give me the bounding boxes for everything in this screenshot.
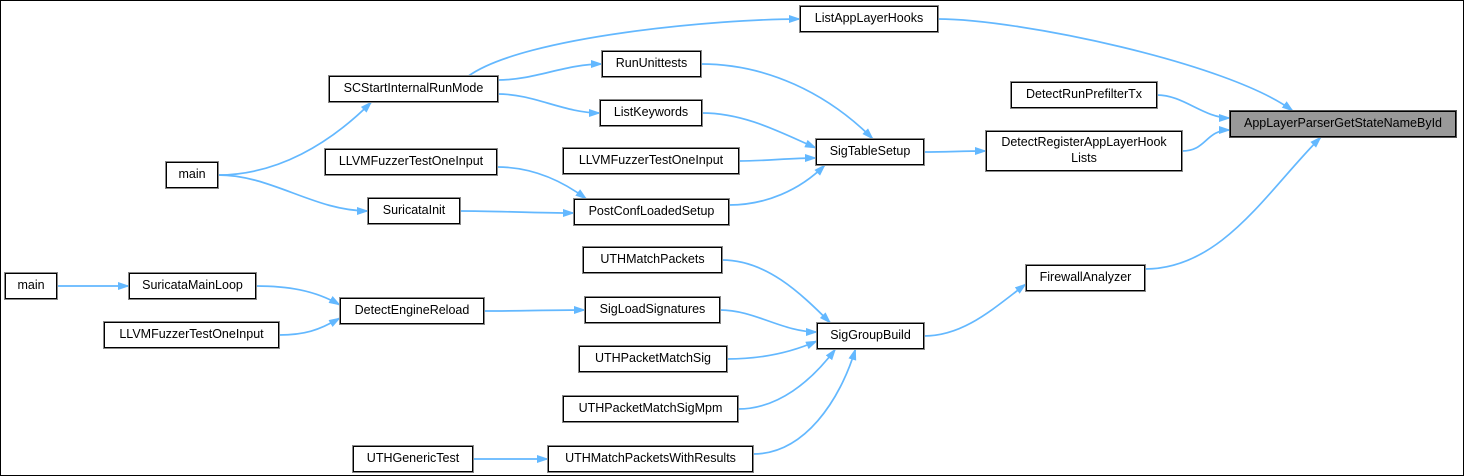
edge-detect-engine-reload-to-sig-load-signatures <box>483 306 586 315</box>
edge-sc-start-internal-run-mode-to-run-unittests <box>497 60 603 81</box>
node-suricata-init[interactable]: SuricataInit <box>368 198 460 224</box>
node-sig-load-signatures[interactable]: SigLoadSignatures <box>585 297 720 323</box>
node-main-top[interactable]: main <box>166 162 218 188</box>
node-main-bottom[interactable]: main <box>5 273 57 299</box>
node-sc-start-internal-run-mode[interactable]: SCStartInternalRunMode <box>329 76 498 102</box>
node-label: DetectRegisterAppLayerHook Lists <box>1001 135 1167 165</box>
node-label: AppLayerParserGetStateNameById <box>1243 116 1443 131</box>
node-uth-match-packets-with-results[interactable]: UTHMatchPacketsWithResults <box>548 446 753 472</box>
edge-suricata-init-to-post-conf-loaded-setup <box>459 208 575 217</box>
edge-sig-load-signatures-to-sig-group-build <box>719 309 818 336</box>
node-label: ListAppLayerHooks <box>814 11 924 26</box>
node-uth-generic-test[interactable]: UTHGenericTest <box>353 446 473 472</box>
node-label: FirewallAnalyzer <box>1039 270 1132 285</box>
node-list-keywords[interactable]: ListKeywords <box>600 100 702 126</box>
edge-sc-start-internal-run-mode-to-list-keywords <box>497 93 601 117</box>
node-label: SuricataInit <box>382 203 446 218</box>
edge-llvm-fuzzer-test-one-input-top-to-post-conf-loaded-setup <box>496 166 588 200</box>
node-label: LLVMFuzzerTestOneInput <box>119 327 264 342</box>
edge-sc-start-internal-run-mode-to-list-app-layer-hooks <box>467 15 801 77</box>
edge-main-top-to-suricata-init <box>217 174 369 215</box>
edge-uth-match-packets-to-sig-group-build <box>721 259 832 324</box>
edge-suricata-main-loop-to-detect-engine-reload <box>255 285 341 306</box>
node-uth-match-packets[interactable]: UTHMatchPackets <box>583 247 722 273</box>
edge-list-app-layer-hooks-to-app-layer-parser-get-state-name-by-id <box>937 18 1294 112</box>
node-llvm-fuzzer-test-one-input-top[interactable]: LLVMFuzzerTestOneInput <box>325 149 497 175</box>
node-list-app-layer-hooks[interactable]: ListAppLayerHooks <box>800 6 938 32</box>
node-firewall-analyzer[interactable]: FirewallAnalyzer <box>1026 265 1145 291</box>
node-label: UTHMatchPacketsWithResults <box>565 451 736 466</box>
node-detect-register-app-layer-hook-lists[interactable]: DetectRegisterAppLayerHook Lists <box>986 131 1182 171</box>
node-uth-packet-match-sig-mpm[interactable]: UTHPacketMatchSigMpm <box>563 396 738 422</box>
node-suricata-main-loop[interactable]: SuricataMainLoop <box>129 273 256 299</box>
edge-firewall-analyzer-to-app-layer-parser-get-state-name-by-id <box>1144 136 1322 270</box>
node-sig-group-build[interactable]: SigGroupBuild <box>817 323 924 349</box>
node-label: UTHPacketMatchSig <box>594 351 711 366</box>
node-label: PostConfLoadedSetup <box>588 204 715 219</box>
node-label: main <box>178 167 206 182</box>
edge-run-unittests-to-sig-table-setup <box>700 63 874 140</box>
edge-sig-table-setup-to-detect-register-app-layer-hook-lists <box>923 147 987 156</box>
node-llvm-fuzzer-test-one-input-bottom[interactable]: LLVMFuzzerTestOneInput <box>104 322 279 348</box>
node-label: SigGroupBuild <box>830 328 911 343</box>
node-label: LLVMFuzzerTestOneInput <box>338 154 484 169</box>
edge-uth-match-packets-with-results-to-sig-group-build <box>752 348 857 455</box>
node-sig-table-setup[interactable]: SigTableSetup <box>816 139 924 165</box>
edge-post-conf-loaded-setup-to-sig-table-setup <box>728 164 826 206</box>
node-label: ListKeywords <box>613 105 689 120</box>
edge-sig-group-build-to-firewall-analyzer <box>923 283 1027 337</box>
node-post-conf-loaded-setup[interactable]: PostConfLoadedSetup <box>574 199 729 225</box>
node-detect-run-prefilter-tx[interactable]: DetectRunPrefilterTx <box>1011 82 1157 108</box>
edge-detect-register-app-layer-hook-lists-to-app-layer-parser-get-state-name-by-id <box>1181 126 1231 152</box>
node-label: DetectEngineReload <box>354 303 470 318</box>
node-run-unittests[interactable]: RunUnittests <box>602 51 701 77</box>
node-detect-engine-reload[interactable]: DetectEngineReload <box>340 298 484 324</box>
node-label: UTHGenericTest <box>366 451 460 466</box>
node-app-layer-parser-get-state-name-by-id: AppLayerParserGetStateNameById <box>1230 111 1456 137</box>
node-uth-packet-match-sig[interactable]: UTHPacketMatchSig <box>579 346 727 372</box>
edge-llvm-fuzzer-test-one-input-mid-to-sig-table-setup <box>738 154 817 163</box>
node-label: main <box>17 278 45 293</box>
edge-uth-packet-match-sig-mpm-to-sig-group-build <box>737 348 837 410</box>
edge-uth-packet-match-sig-to-sig-group-build <box>726 340 818 360</box>
node-llvm-fuzzer-test-one-input-mid[interactable]: LLVMFuzzerTestOneInput <box>563 148 739 174</box>
node-label: SCStartInternalRunMode <box>343 81 484 96</box>
edge-list-keywords-to-sig-table-setup <box>701 112 817 149</box>
node-label: RunUnittests <box>615 56 688 71</box>
node-label: SigLoadSignatures <box>599 302 706 317</box>
node-label: SuricataMainLoop <box>142 278 243 293</box>
edge-main-top-to-sc-start-internal-run-mode <box>217 101 373 176</box>
edge-llvm-fuzzer-test-one-input-bottom-to-detect-engine-reload <box>278 317 341 336</box>
node-label: LLVMFuzzerTestOneInput <box>578 153 724 168</box>
node-label: UTHPacketMatchSigMpm <box>578 401 723 416</box>
node-label: SigTableSetup <box>829 144 911 159</box>
node-label: DetectRunPrefilterTx <box>1025 87 1142 102</box>
edge-detect-run-prefilter-tx-to-app-layer-parser-get-state-name-by-id <box>1156 94 1231 122</box>
node-label: UTHMatchPackets <box>600 252 705 267</box>
